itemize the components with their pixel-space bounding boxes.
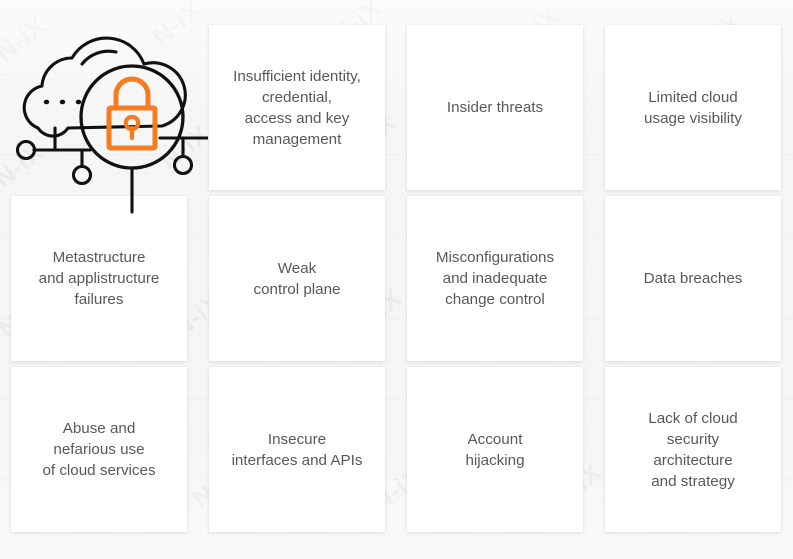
threat-card[interactable]: Weak control plane [209, 196, 385, 361]
threat-card-label: Account hijacking [465, 430, 525, 469]
threat-card[interactable]: Insufficient identity, credential, acces… [209, 25, 385, 190]
threat-card-label: Metastructure and applistructure failure… [38, 249, 160, 308]
threat-card[interactable]: Metastructure and applistructure failure… [11, 196, 187, 361]
threat-card-label: Lack of cloud security architecture and … [648, 409, 738, 490]
threat-card-label: Abuse and nefarious use of cloud service… [42, 420, 156, 479]
threat-card[interactable]: Insider threats [407, 25, 583, 190]
padlock-body [106, 105, 158, 151]
threat-card[interactable]: Account hijacking [407, 367, 583, 532]
cloud-lock-network-icon [8, 16, 220, 216]
threat-card[interactable]: Misconfigurations and inadequate change … [407, 196, 583, 361]
cloud-outline-path [22, 36, 187, 138]
threat-card[interactable]: Abuse and nefarious use of cloud service… [11, 367, 187, 532]
threat-card[interactable]: Insecure interfaces and APIs [209, 367, 385, 532]
threat-card-label: Insider threats [446, 99, 544, 116]
threat-card-label: Data breaches [643, 270, 743, 287]
threat-card-label: Weak control plane [253, 259, 341, 298]
threat-card-grid: Insufficient identity, credential, acces… [11, 25, 782, 532]
connector-node-left [15, 139, 37, 161]
threat-card[interactable]: Lack of cloud security architecture and … [605, 367, 781, 532]
cloud-highlight-arc [80, 49, 118, 66]
threat-card[interactable]: Limited cloud usage visibility [605, 25, 781, 190]
padlock-icon [106, 76, 158, 151]
connector-node-mid [71, 164, 93, 186]
connector-node-right [172, 154, 194, 176]
threat-card-label: Misconfigurations and inadequate change … [435, 249, 555, 308]
threat-card-label: Insufficient identity, credential, acces… [233, 67, 361, 148]
threat-card-label: Insecure interfaces and APIs [231, 430, 363, 469]
threat-card-label: Limited cloud usage visibility [644, 88, 742, 127]
threat-card[interactable]: Data breaches [605, 196, 781, 361]
lock-badge-circle [79, 64, 185, 170]
padlock-shackle [113, 76, 151, 111]
